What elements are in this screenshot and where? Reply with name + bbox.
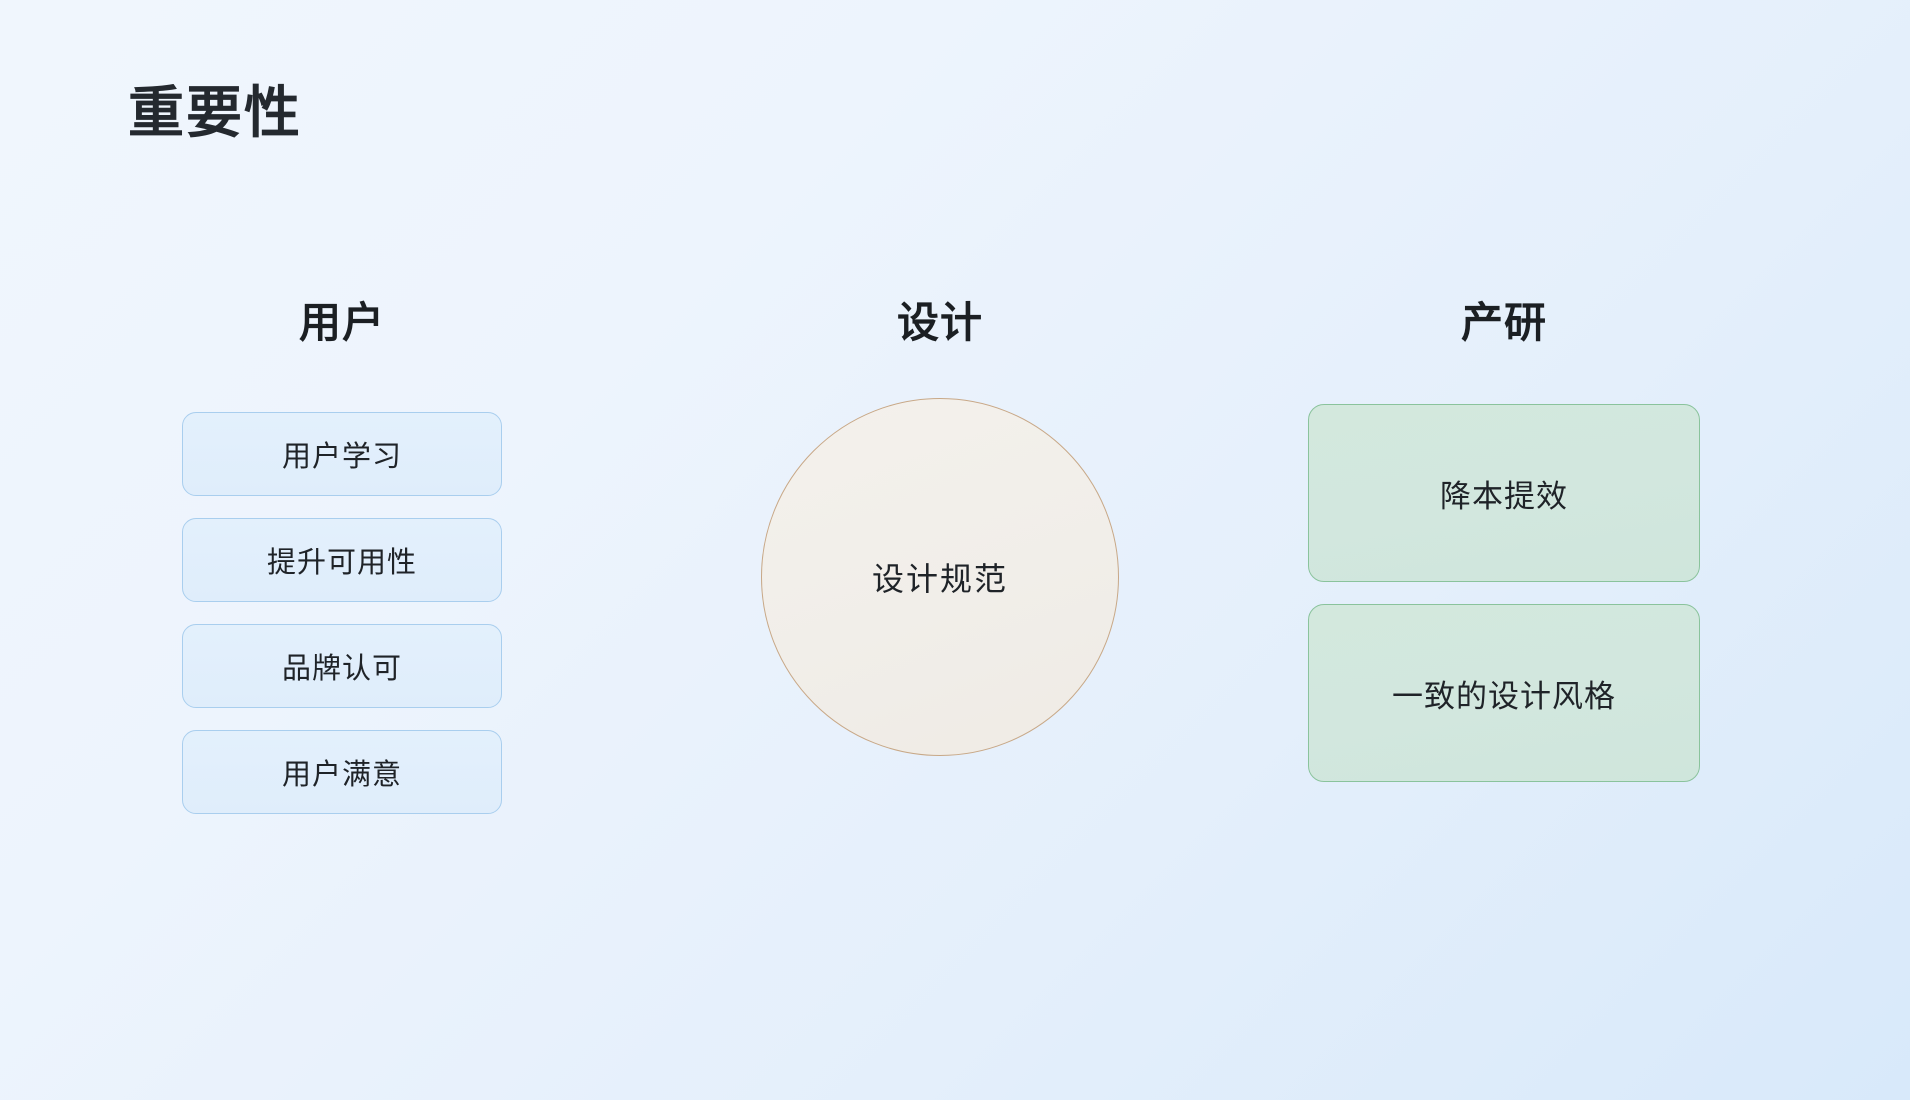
list-item[interactable]: 用户学习 (182, 412, 502, 497)
design-spec-circle[interactable]: 设计规范 (761, 398, 1119, 757)
page-title: 重要性 (128, 81, 302, 144)
column-research: 产研 降本提效 一致的设计风格 (1308, 299, 1700, 783)
column-header-design: 设计 (896, 299, 983, 346)
list-item[interactable]: 品牌认可 (182, 624, 502, 709)
column-design: 设计 设计规范 (740, 299, 1140, 757)
design-circle-container: 设计规范 (740, 398, 1140, 757)
column-users: 用户 用户学习 提升可用性 品牌认可 用户满意 (182, 299, 502, 815)
users-item-list: 用户学习 提升可用性 品牌认可 用户满意 (182, 412, 502, 815)
list-item[interactable]: 用户满意 (182, 730, 502, 815)
column-header-users: 用户 (298, 299, 385, 346)
research-item-list: 降本提效 一致的设计风格 (1308, 404, 1700, 783)
list-item[interactable]: 降本提效 (1308, 404, 1700, 583)
column-header-research: 产研 (1460, 299, 1547, 346)
list-item[interactable]: 一致的设计风格 (1308, 604, 1700, 783)
list-item[interactable]: 提升可用性 (182, 518, 502, 603)
